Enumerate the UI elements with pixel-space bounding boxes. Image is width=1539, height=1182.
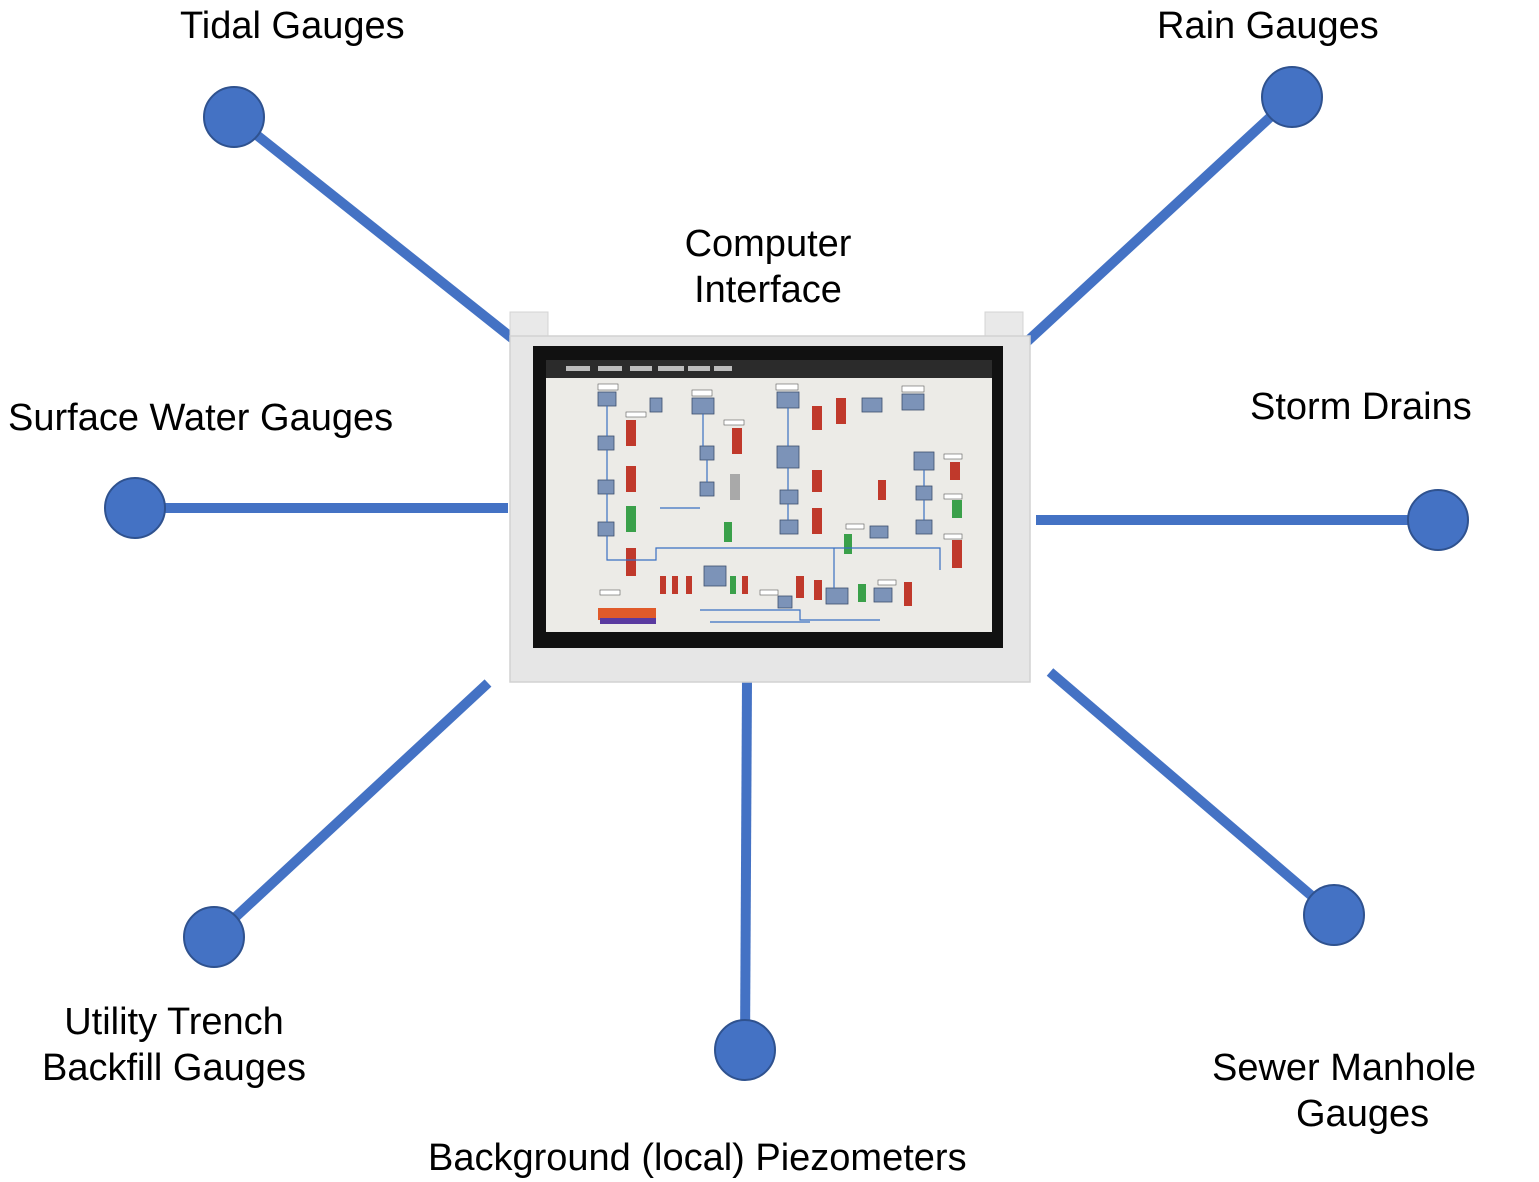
connectors xyxy=(135,93,1438,1051)
connector-tidal xyxy=(230,113,531,354)
label-sewer-line1: Sewer Manhole xyxy=(1212,1047,1477,1089)
node-storm[interactable] xyxy=(1407,489,1469,551)
center-title-line1: Computer xyxy=(684,223,852,265)
connector-utility xyxy=(210,679,492,941)
node-tidal[interactable] xyxy=(203,86,265,148)
label-utility-line2: Backfill Gauges xyxy=(41,1046,306,1089)
node-sewer[interactable] xyxy=(1303,884,1365,946)
connector-piezo xyxy=(740,679,752,1051)
nodes xyxy=(104,66,1469,1081)
label-utility: Utility Trench Backfill Gauges xyxy=(0,1000,348,1091)
node-rain[interactable] xyxy=(1261,66,1323,128)
node-surface[interactable] xyxy=(104,477,166,539)
node-utility[interactable] xyxy=(183,906,245,968)
label-piezo: Background (local) Piezometers xyxy=(428,1137,967,1179)
label-rain: Rain Gauges xyxy=(1157,5,1379,47)
connector-sewer xyxy=(1046,668,1338,919)
center-title-line2: Interface xyxy=(694,268,842,311)
center-title: Computer Interface xyxy=(608,222,928,313)
label-utility-line1: Utility Trench xyxy=(64,1001,284,1043)
node-piezo[interactable] xyxy=(714,1019,776,1081)
label-sewer: Sewer Manhole Gauges xyxy=(1200,1046,1539,1137)
label-surface: Surface Water Gauges xyxy=(8,397,394,439)
connector-rain xyxy=(1014,93,1296,354)
label-tidal: Tidal Gauges xyxy=(180,5,405,47)
label-sewer-line2: Gauges xyxy=(1296,1092,1430,1135)
label-storm: Storm Drains xyxy=(1250,386,1472,428)
touchscreen-monitor-icon xyxy=(509,311,1031,683)
